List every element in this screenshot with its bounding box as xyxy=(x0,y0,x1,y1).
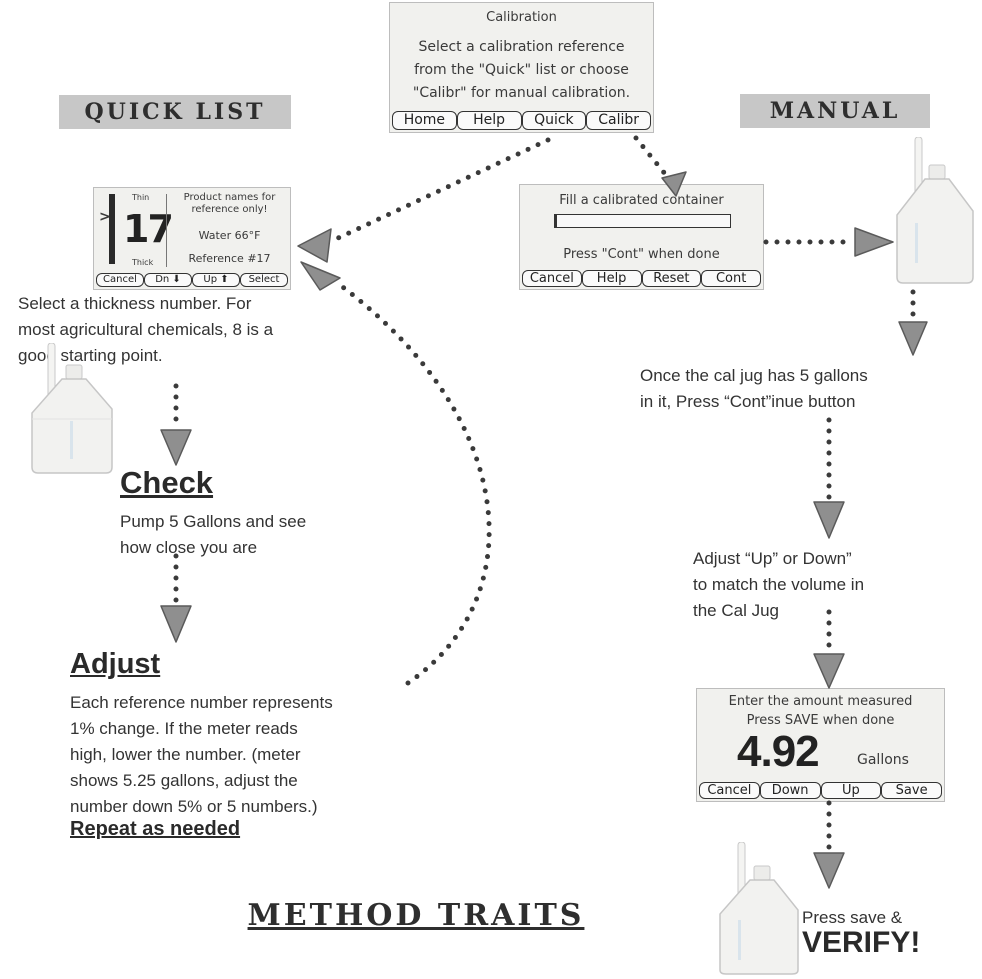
down-button[interactable]: Dn ⬇ xyxy=(144,273,192,287)
note-line-1: Product names for xyxy=(183,192,276,203)
quick-button[interactable]: Quick xyxy=(521,111,587,130)
cal-jug-line-1: Once the cal jug has 5 gallons xyxy=(640,366,868,385)
enter-down-button[interactable]: Down xyxy=(759,782,821,799)
cont-button[interactable]: Cont xyxy=(701,270,761,287)
arrow-manual-jug-icon xyxy=(854,227,894,257)
thickness-bar xyxy=(109,194,115,264)
adjust-body-line-2: 1% change. If the meter reads xyxy=(70,719,298,738)
check-title: Check xyxy=(120,465,214,500)
fill-line-2: Press "Cont" when done xyxy=(563,247,720,262)
product-name: Water 66°F xyxy=(198,229,261,242)
check-body: Pump 5 Gallons and see how close you are xyxy=(120,509,380,561)
note-line-2: reference only! xyxy=(191,204,268,215)
dots-adjust-loop xyxy=(337,282,492,686)
method-traits-label: METHOD TRAITS xyxy=(247,898,585,933)
measured-value: 4.92 xyxy=(737,727,820,776)
arrow-adjust-icon xyxy=(160,605,192,643)
calibration-line-3: "Calibr" for manual calibration. xyxy=(412,85,631,101)
adjust-body: Each reference number represents 1% chan… xyxy=(70,690,430,820)
fill-help-button[interactable]: Help xyxy=(581,270,642,287)
arrow-quick-list-icon xyxy=(297,228,332,263)
jug-icon-check xyxy=(31,343,113,474)
cal-jug-text: Once the cal jug has 5 gallons in it, Pr… xyxy=(640,363,960,415)
save-button[interactable]: Save xyxy=(881,782,942,799)
select-button[interactable]: Select xyxy=(240,273,288,287)
up-button[interactable]: Up ⬆ xyxy=(192,273,240,287)
home-button[interactable]: Home xyxy=(392,111,457,130)
reference-label: Reference #17 xyxy=(188,252,271,265)
jug-icon-manual xyxy=(896,137,974,284)
fill-container-screen: Fill a calibrated container Press "Cont"… xyxy=(519,184,764,290)
enter-amount-screen: Enter the amount measured Press SAVE whe… xyxy=(696,688,945,802)
verify-text: VERIFY! xyxy=(802,926,921,959)
quick-list-header: QUICK LIST xyxy=(59,95,291,129)
enter-line-1: Enter the amount measured xyxy=(728,694,913,709)
reset-button[interactable]: Reset xyxy=(641,270,702,287)
press-save-text: Press save & xyxy=(802,908,903,927)
manual-header: MANUAL xyxy=(740,94,930,128)
adjust-body-line-4: shows 5.25 gallons, adjust the xyxy=(70,771,298,790)
adjust-updown-line-2: to match the volume in xyxy=(693,575,865,594)
thin-label: Thin xyxy=(132,193,150,202)
arrow-loop-icon xyxy=(300,261,341,291)
select-thickness-line-2: most agricultural chemicals, 8 is a xyxy=(18,320,274,339)
help-button[interactable]: Help xyxy=(456,111,522,130)
calibration-line-2: from the "Quick" list or choose xyxy=(414,62,629,78)
adjust-body-line-3: high, lower the number. (meter xyxy=(70,745,301,764)
selector-caret-icon: > xyxy=(99,209,111,225)
check-body-line-2: how close you are xyxy=(120,538,258,557)
enter-cancel-button[interactable]: Cancel xyxy=(699,782,760,799)
dots-to-fill-screen xyxy=(633,135,673,183)
check-body-line-1: Pump 5 Gallons and see xyxy=(120,512,307,531)
enter-line-2: Press SAVE when done xyxy=(746,713,895,728)
method-traits-header: METHOD TRAITS xyxy=(236,898,596,933)
dots-to-quick-list xyxy=(331,137,551,243)
adjust-title: Adjust xyxy=(70,648,161,680)
adjust-body-line-1: Each reference number represents xyxy=(70,693,333,712)
arrow-fill-screen-icon xyxy=(661,171,687,197)
reference-number: 17 xyxy=(123,207,174,251)
measured-unit: Gallons xyxy=(857,752,909,768)
jug-icon-verify xyxy=(719,842,799,975)
cancel-button[interactable]: Cancel xyxy=(96,273,144,287)
arrow-updown-icon xyxy=(813,501,845,539)
adjust-updown-line-1: Adjust “Up” or Down” xyxy=(693,549,852,568)
select-thickness-line-1: Select a thickness number. For xyxy=(18,294,252,313)
divider-line xyxy=(166,194,167,267)
repeat-as-needed: Repeat as needed xyxy=(70,818,241,840)
quick-list-screen: > Thin 17 Thick Product names for refere… xyxy=(93,187,291,290)
fill-cancel-button[interactable]: Cancel xyxy=(522,270,582,287)
adjust-updown-line-3: the Cal Jug xyxy=(693,601,779,620)
calibration-title: Calibration xyxy=(486,10,557,25)
arrow-manual-down-icon xyxy=(898,321,928,356)
calibration-line-1: Select a calibration reference xyxy=(418,39,625,55)
arrow-check-icon xyxy=(160,429,192,466)
fill-progress-bar xyxy=(554,214,731,228)
arrow-enter-icon xyxy=(813,653,845,689)
calibr-button[interactable]: Calibr xyxy=(586,111,651,130)
select-thickness-text: Select a thickness number. For most agri… xyxy=(18,291,378,369)
cal-jug-line-2: in it, Press “Cont”inue button xyxy=(640,392,856,411)
adjust-body-line-5: number down 5% or 5 numbers.) xyxy=(70,797,318,816)
arrow-verify-icon xyxy=(813,852,845,889)
enter-up-button[interactable]: Up xyxy=(820,782,882,799)
calibration-screen: Calibration Select a calibration referen… xyxy=(389,2,654,133)
adjust-updown-text: Adjust “Up” or Down” to match the volume… xyxy=(693,546,953,624)
thick-label: Thick xyxy=(132,258,154,267)
fill-line-1: Fill a calibrated container xyxy=(559,193,724,208)
